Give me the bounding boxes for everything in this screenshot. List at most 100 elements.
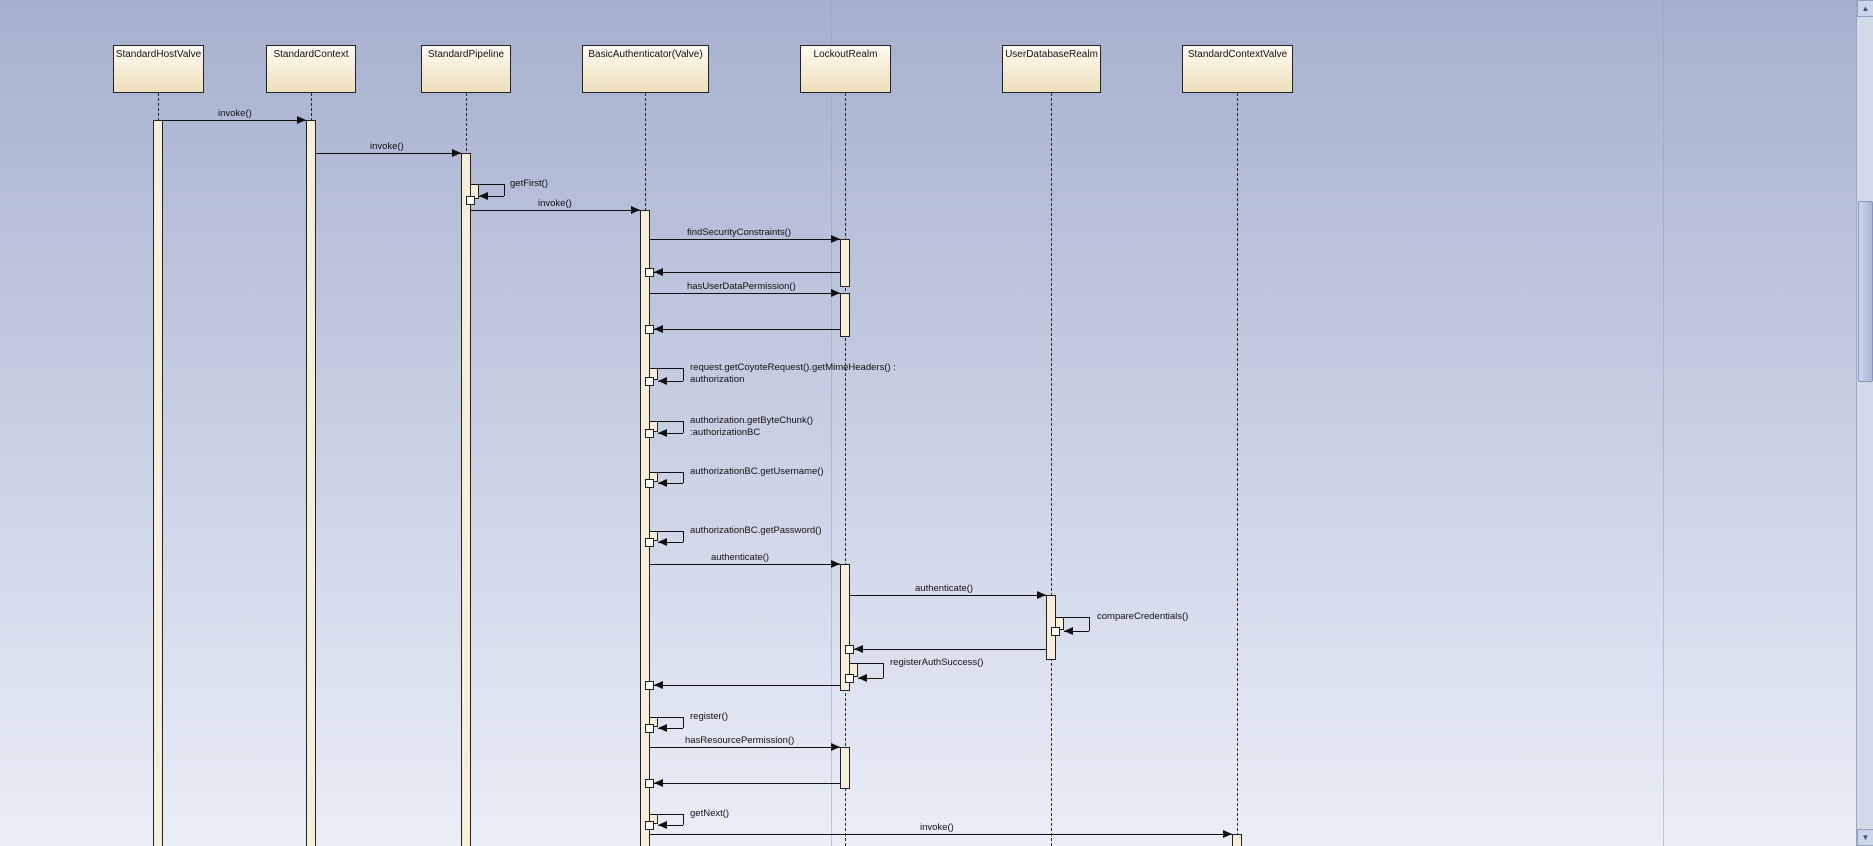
- message-label[interactable]: authorization.getByteChunk():authorizati…: [690, 415, 813, 439]
- vertical-scrollbar[interactable]: ▲ ▼: [1856, 0, 1873, 846]
- lifeline-line[interactable]: [1237, 93, 1238, 846]
- return-message-line[interactable]: [654, 329, 840, 330]
- arrowhead-right-icon: [831, 560, 840, 568]
- self-message-line[interactable]: [683, 531, 684, 542]
- message-label-line: authenticate(): [711, 552, 770, 563]
- message-label[interactable]: findSecurityConstraints(): [687, 227, 791, 239]
- page-divider: [831, 0, 832, 846]
- lifeline-head[interactable]: StandardPipeline: [421, 45, 511, 93]
- call-message-line[interactable]: [471, 210, 640, 211]
- call-message-line[interactable]: [850, 595, 1046, 596]
- call-message-line[interactable]: [650, 239, 840, 240]
- message-label-line: invoke(): [218, 108, 252, 119]
- self-message-line[interactable]: [504, 184, 505, 196]
- self-message-line[interactable]: [1056, 617, 1089, 618]
- activation-bar[interactable]: [840, 564, 850, 691]
- message-label[interactable]: getNext(): [690, 808, 729, 820]
- message-label[interactable]: registerAuthSuccess(): [890, 657, 983, 669]
- self-message-line[interactable]: [658, 433, 683, 434]
- message-label[interactable]: register(): [690, 711, 728, 723]
- activation-bar[interactable]: [1232, 834, 1242, 846]
- self-message-line[interactable]: [650, 531, 683, 532]
- self-message-line[interactable]: [658, 825, 683, 826]
- lifeline-head[interactable]: LockoutRealm: [800, 45, 891, 93]
- lifeline-name: BasicAuthenticator(Valve): [588, 49, 703, 60]
- self-message-line[interactable]: [683, 717, 684, 728]
- return-marker: [845, 645, 854, 654]
- activation-bar[interactable]: [306, 120, 316, 846]
- self-message-line[interactable]: [658, 542, 683, 543]
- message-label[interactable]: request.getCoyoteRequest().getMimeHeader…: [690, 362, 896, 386]
- arrowhead-left-icon: [654, 681, 663, 689]
- self-message-line[interactable]: [650, 717, 683, 718]
- self-message-line[interactable]: [683, 814, 684, 825]
- call-message-line[interactable]: [650, 564, 840, 565]
- self-message-line[interactable]: [1064, 631, 1089, 632]
- return-message-line[interactable]: [654, 685, 840, 686]
- return-marker: [645, 479, 654, 488]
- self-message-line[interactable]: [471, 184, 504, 185]
- lifeline-head[interactable]: StandardContext: [266, 45, 356, 93]
- self-message-line[interactable]: [650, 814, 683, 815]
- return-marker: [645, 821, 654, 830]
- lifeline-head[interactable]: BasicAuthenticator(Valve): [582, 45, 709, 93]
- call-message-line[interactable]: [316, 153, 461, 154]
- lifeline-head[interactable]: StandardContextValve: [1182, 45, 1293, 93]
- lifeline-head[interactable]: StandardHostValve: [113, 45, 204, 93]
- scroll-up-icon[interactable]: ▲: [1857, 0, 1873, 17]
- message-label[interactable]: authorizationBC.getPassword(): [690, 525, 821, 537]
- activation-bar[interactable]: [840, 239, 850, 287]
- self-message-line[interactable]: [858, 678, 883, 679]
- message-label-line: authenticate(): [915, 583, 974, 594]
- message-label[interactable]: compareCredentials(): [1097, 611, 1188, 623]
- message-label[interactable]: invoke(): [920, 822, 954, 834]
- return-message-line[interactable]: [654, 272, 840, 273]
- message-label[interactable]: invoke(): [218, 108, 252, 120]
- self-message-line[interactable]: [658, 483, 683, 484]
- message-label[interactable]: authenticate(): [711, 552, 769, 564]
- return-marker: [466, 196, 475, 205]
- self-message-line[interactable]: [883, 663, 884, 678]
- message-label-line: register(): [690, 711, 729, 722]
- self-message-line[interactable]: [650, 472, 683, 473]
- scrollbar-thumb[interactable]: [1858, 201, 1873, 382]
- lifeline-line[interactable]: [845, 93, 846, 846]
- activation-bar[interactable]: [840, 747, 850, 789]
- arrowhead-left-icon: [658, 821, 667, 829]
- activation-bar[interactable]: [461, 153, 471, 846]
- message-label[interactable]: authorizationBC.getUsername(): [690, 466, 824, 478]
- message-label-line: getNext(): [690, 808, 730, 819]
- self-message-line[interactable]: [479, 196, 504, 197]
- message-label[interactable]: authenticate(): [915, 583, 973, 595]
- lifeline-head[interactable]: UserDatabaseRealm: [1002, 45, 1101, 93]
- return-message-line[interactable]: [654, 783, 840, 784]
- call-message-line[interactable]: [650, 834, 1232, 835]
- self-message-line[interactable]: [683, 421, 684, 433]
- message-label[interactable]: getFirst(): [510, 178, 548, 190]
- self-message-line[interactable]: [650, 368, 683, 369]
- call-message-line[interactable]: [650, 747, 840, 748]
- message-label[interactable]: hasUserDataPermission(): [687, 281, 796, 293]
- self-message-line[interactable]: [650, 421, 683, 422]
- return-message-line[interactable]: [854, 649, 1046, 650]
- return-marker: [645, 377, 654, 386]
- self-message-line[interactable]: [658, 381, 683, 382]
- call-message-line[interactable]: [163, 120, 306, 121]
- activation-bar[interactable]: [640, 210, 650, 846]
- lifeline-line[interactable]: [1051, 93, 1052, 846]
- self-message-line[interactable]: [1089, 617, 1090, 631]
- self-message-line[interactable]: [658, 728, 683, 729]
- call-message-line[interactable]: [650, 293, 840, 294]
- message-label[interactable]: invoke(): [538, 198, 572, 210]
- self-message-line[interactable]: [850, 663, 883, 664]
- lifeline-name: StandardPipeline: [427, 49, 505, 60]
- self-message-line[interactable]: [683, 368, 684, 381]
- message-label[interactable]: invoke(): [370, 141, 404, 153]
- message-label[interactable]: hasResourcePermission(): [685, 735, 794, 747]
- activation-bar[interactable]: [153, 120, 163, 846]
- activation-bar[interactable]: [840, 293, 850, 337]
- scroll-down-icon[interactable]: ▼: [1857, 829, 1873, 846]
- lifeline-name: LockoutRealm: [813, 49, 878, 60]
- self-message-line[interactable]: [683, 472, 684, 483]
